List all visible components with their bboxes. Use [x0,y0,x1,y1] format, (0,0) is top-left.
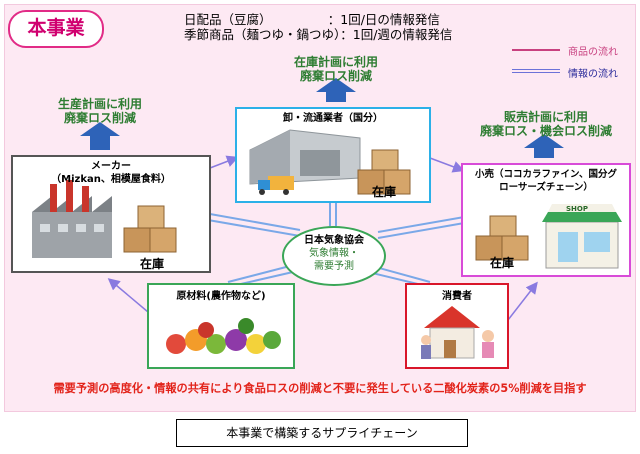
warehouse-illustration [249,129,361,195]
retail-stock-label: 在庫 [490,256,515,270]
left-caption: 生産計画に利用 廃棄ロス削減 [30,97,170,125]
raw-materials-box [147,283,295,369]
right-up-arrow [524,134,564,158]
legend-info-label: 情報の流れ [568,69,618,80]
left-caption-line1: 生産計画に利用 [57,97,142,111]
maker-stock-label: 在庫 [140,257,165,271]
figure-caption: 本事業で構築するサプライチェーン [176,419,468,447]
maker-title-line2: （Mizkan、相模屋食料） [51,174,171,185]
top-caption-line2: 廃棄ロス削減 [299,69,372,83]
legend-product: 商品の流れ [512,43,632,58]
center-jwa-oval: 日本気象協会 気象情報・ 需要予測 [282,226,386,286]
maker-boxes-illustration [123,205,177,253]
legend-info-line [512,69,560,70]
left-up-arrow [80,122,120,150]
maker-title-line1: メーカー [91,161,131,172]
wholesaler-stock-label: 在庫 [372,185,397,199]
up-arrows [80,78,564,158]
center-line2: 気象情報・ [309,248,359,259]
left-caption-line2: 廃棄ロス削減 [63,111,136,125]
consumer-title: 消費者 [442,291,472,302]
raw-materials-title: 原材料(農作物など) [176,291,266,302]
retail-boxes-illustration [475,215,529,261]
right-caption-line2: 廃棄ロス・機会ロス削減 [479,124,612,138]
vegetables-illustration [166,318,281,354]
wholesaler-boxes-illustration [357,149,411,195]
info-line-seasonal: 季節商品（麺つゆ・鍋つゆ）：1回/週の情報発信 [184,27,453,42]
info-frequency: 日配品（豆腐） ：1回/日の情報発信 季節商品（麺つゆ・鍋つゆ）：1回/週の情報… [184,12,452,42]
right-caption-line1: 販売計画に利用 [503,110,588,124]
project-badge: 本事業 [8,10,104,48]
legend-product-label: 商品の流れ [568,47,618,58]
center-line3: 需要予測 [314,261,354,272]
retail-title-line1: 小売（ココカラファイン、国分グ [475,169,617,180]
house-illustration [421,306,494,359]
legend-product-line [512,49,560,51]
top-caption: 在庫計画に利用 廃棄ロス削減 [266,55,406,83]
shop-illustration [542,204,622,269]
product-flow-arrows [107,155,538,321]
maker-title: メーカー （Mizkan、相模屋食料） [14,160,208,186]
shop-sign: SHOP [566,205,588,213]
info-line-daily: 日配品（豆腐） ：1回/日の情報発信 [184,12,440,27]
factory-illustration [32,180,112,258]
top-caption-line1: 在庫計画に利用 [293,55,378,69]
retail-title-line2: ローサーズチェーン） [499,182,593,193]
legend-info: 情報の流れ [512,65,632,80]
wholesaler-title: 卸・流通業者（国分） [283,113,383,124]
goal-statement: 需要予測の高度化・情報の共有により食品ロスの削減と不要に発生している二酸化炭素の… [53,382,587,395]
center-up-arrow [316,78,356,102]
center-line1: 日本気象協会 [304,235,364,246]
right-caption: 販売計画に利用 廃棄ロス・機会ロス削減 [462,110,630,138]
retail-title: 小売（ココカラファイン、国分グ ローサーズチェーン） [464,168,628,194]
